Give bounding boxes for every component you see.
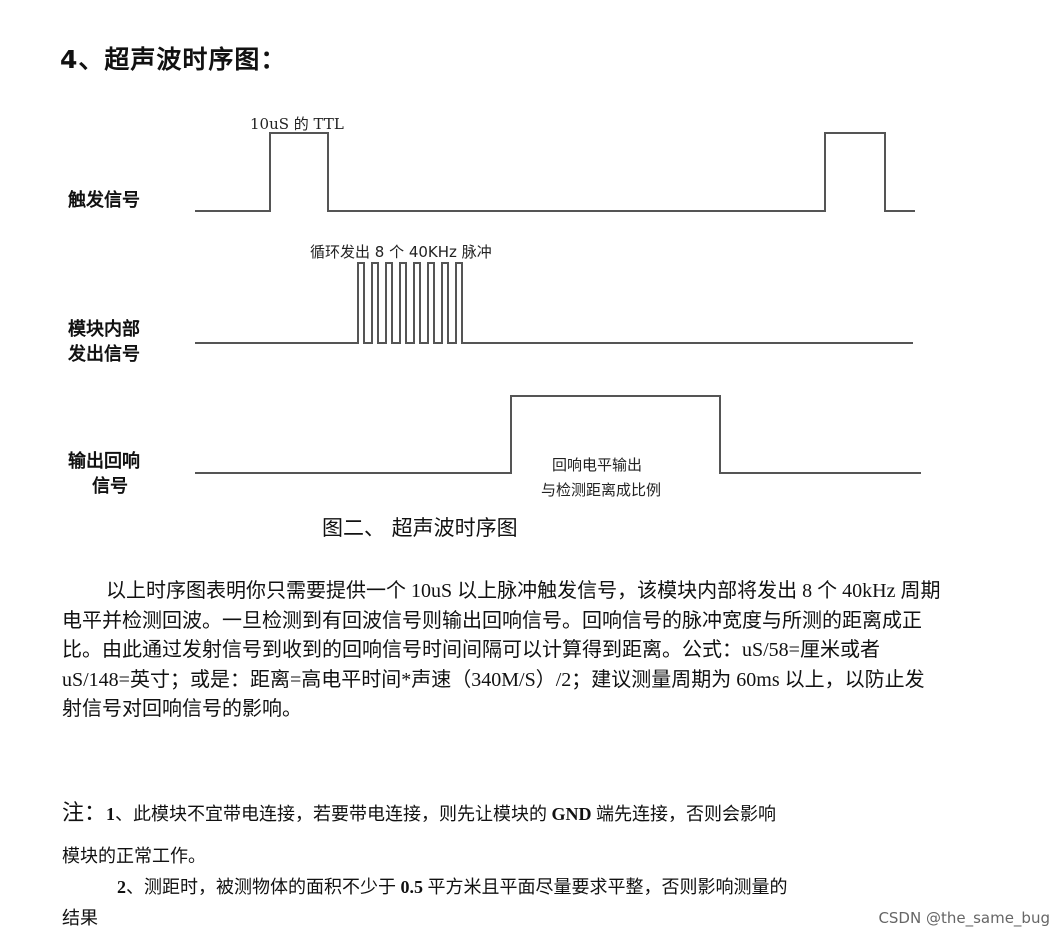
note-2-line1: 2、测距时，被测物体的面积不少于 0.5 平方米且平面尽量要求平整，否则影响测量… <box>117 873 788 899</box>
note-1-bold: GND <box>551 804 592 824</box>
echo-annotation-line1: 回响电平输出 <box>552 456 643 474</box>
trigger-annotation: 10uS 的 TTL <box>250 115 344 133</box>
section-heading: 4、超声波时序图： <box>60 40 286 76</box>
label-line: 触发信号 <box>68 190 140 211</box>
label-line: 发出信号 <box>68 344 140 365</box>
note-prefix: 注： <box>62 800 107 825</box>
trigger-signal-label: 触发信号 <box>68 188 140 213</box>
watermark: CSDN @the_same_bug <box>878 909 1050 927</box>
note-1-text: 、此模块不宜带电连接，若要带电连接，则先让模块的 <box>115 804 552 824</box>
echo-annotation-line2: 与检测距离成比例 <box>541 481 662 499</box>
figure-caption: 图二、 超声波时序图 <box>322 516 518 540</box>
note-2-text: 、测距时，被测物体的面积不少于 <box>126 877 401 897</box>
section-title: 超声波时序图： <box>104 45 287 74</box>
echo-signal-label: 输出回响 信号 <box>68 449 140 499</box>
note-1-line1: 注：1、此模块不宜带电连接，若要带电连接，则先让模块的 GND 端先连接，否则会… <box>62 795 776 827</box>
timing-diagram <box>195 132 921 474</box>
burst-annotation: 循环发出 8 个 40KHz 脉冲 <box>310 243 492 261</box>
note-2-text: 平方米且平面尽量要求平整，否则影响测量的 <box>423 877 788 897</box>
note-2-line2: 结果 <box>62 908 98 928</box>
internal-signal-label: 模块内部 发出信号 <box>68 317 140 367</box>
note-1-text: 端先连接，否则会影响 <box>591 804 777 824</box>
label-line: 模块内部 <box>68 319 140 340</box>
note-1-number: 1 <box>106 804 116 824</box>
description-paragraph: 以上时序图表明你只需要提供一个 10uS 以上脉冲触发信号，该模块内部将发出 8… <box>62 577 942 725</box>
note-1-line2: 模块的正常工作。 <box>62 846 206 866</box>
label-line: 信号 <box>92 476 128 497</box>
label-line: 输出回响 <box>68 451 140 472</box>
note-2-number: 2 <box>117 877 126 897</box>
note-2-bold: 0.5 <box>400 877 424 897</box>
paragraph-text: 以上时序图表明你只需要提供一个 10uS 以上脉冲触发信号，该模块内部将发出 8… <box>62 580 941 720</box>
burst-waveform <box>195 262 913 344</box>
trigger-waveform <box>195 132 915 212</box>
echo-waveform <box>195 395 921 474</box>
section-number: 4、 <box>60 45 105 74</box>
